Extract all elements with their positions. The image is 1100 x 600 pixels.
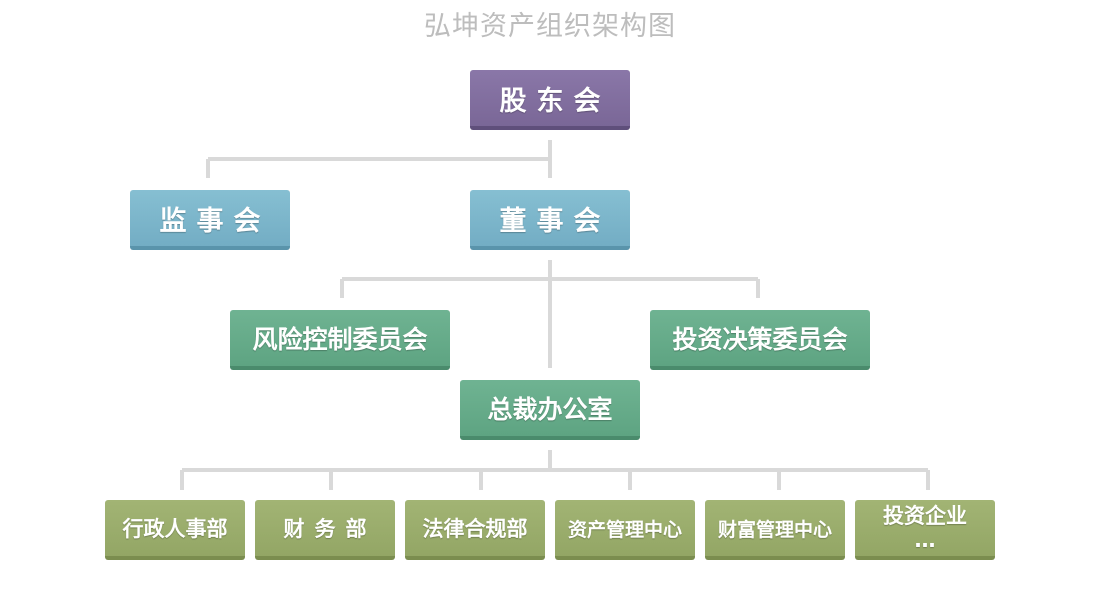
portfolio-more: … xyxy=(914,528,936,552)
node-supervisors: 监事会 xyxy=(130,190,290,250)
portfolio-label: 投资企业 xyxy=(883,504,967,528)
node-dept-asset-mgmt: 资产管理中心 xyxy=(555,500,695,560)
node-dept-finance: 财务部 xyxy=(255,500,395,560)
node-risk-committee: 风险控制委员会 xyxy=(230,310,450,370)
node-dept-wealth-mgmt: 财富管理中心 xyxy=(705,500,845,560)
node-shareholders: 股东会 xyxy=(470,70,630,130)
node-board: 董事会 xyxy=(470,190,630,250)
node-dept-legal: 法律合规部 xyxy=(405,500,545,560)
node-dept-admin-hr: 行政人事部 xyxy=(105,500,245,560)
node-investment-committee: 投资决策委员会 xyxy=(650,310,870,370)
node-portfolio-companies: 投资企业 … xyxy=(855,500,995,560)
node-president-office: 总裁办公室 xyxy=(460,380,640,440)
chart-title: 弘坤资产组织架构图 xyxy=(424,11,676,42)
